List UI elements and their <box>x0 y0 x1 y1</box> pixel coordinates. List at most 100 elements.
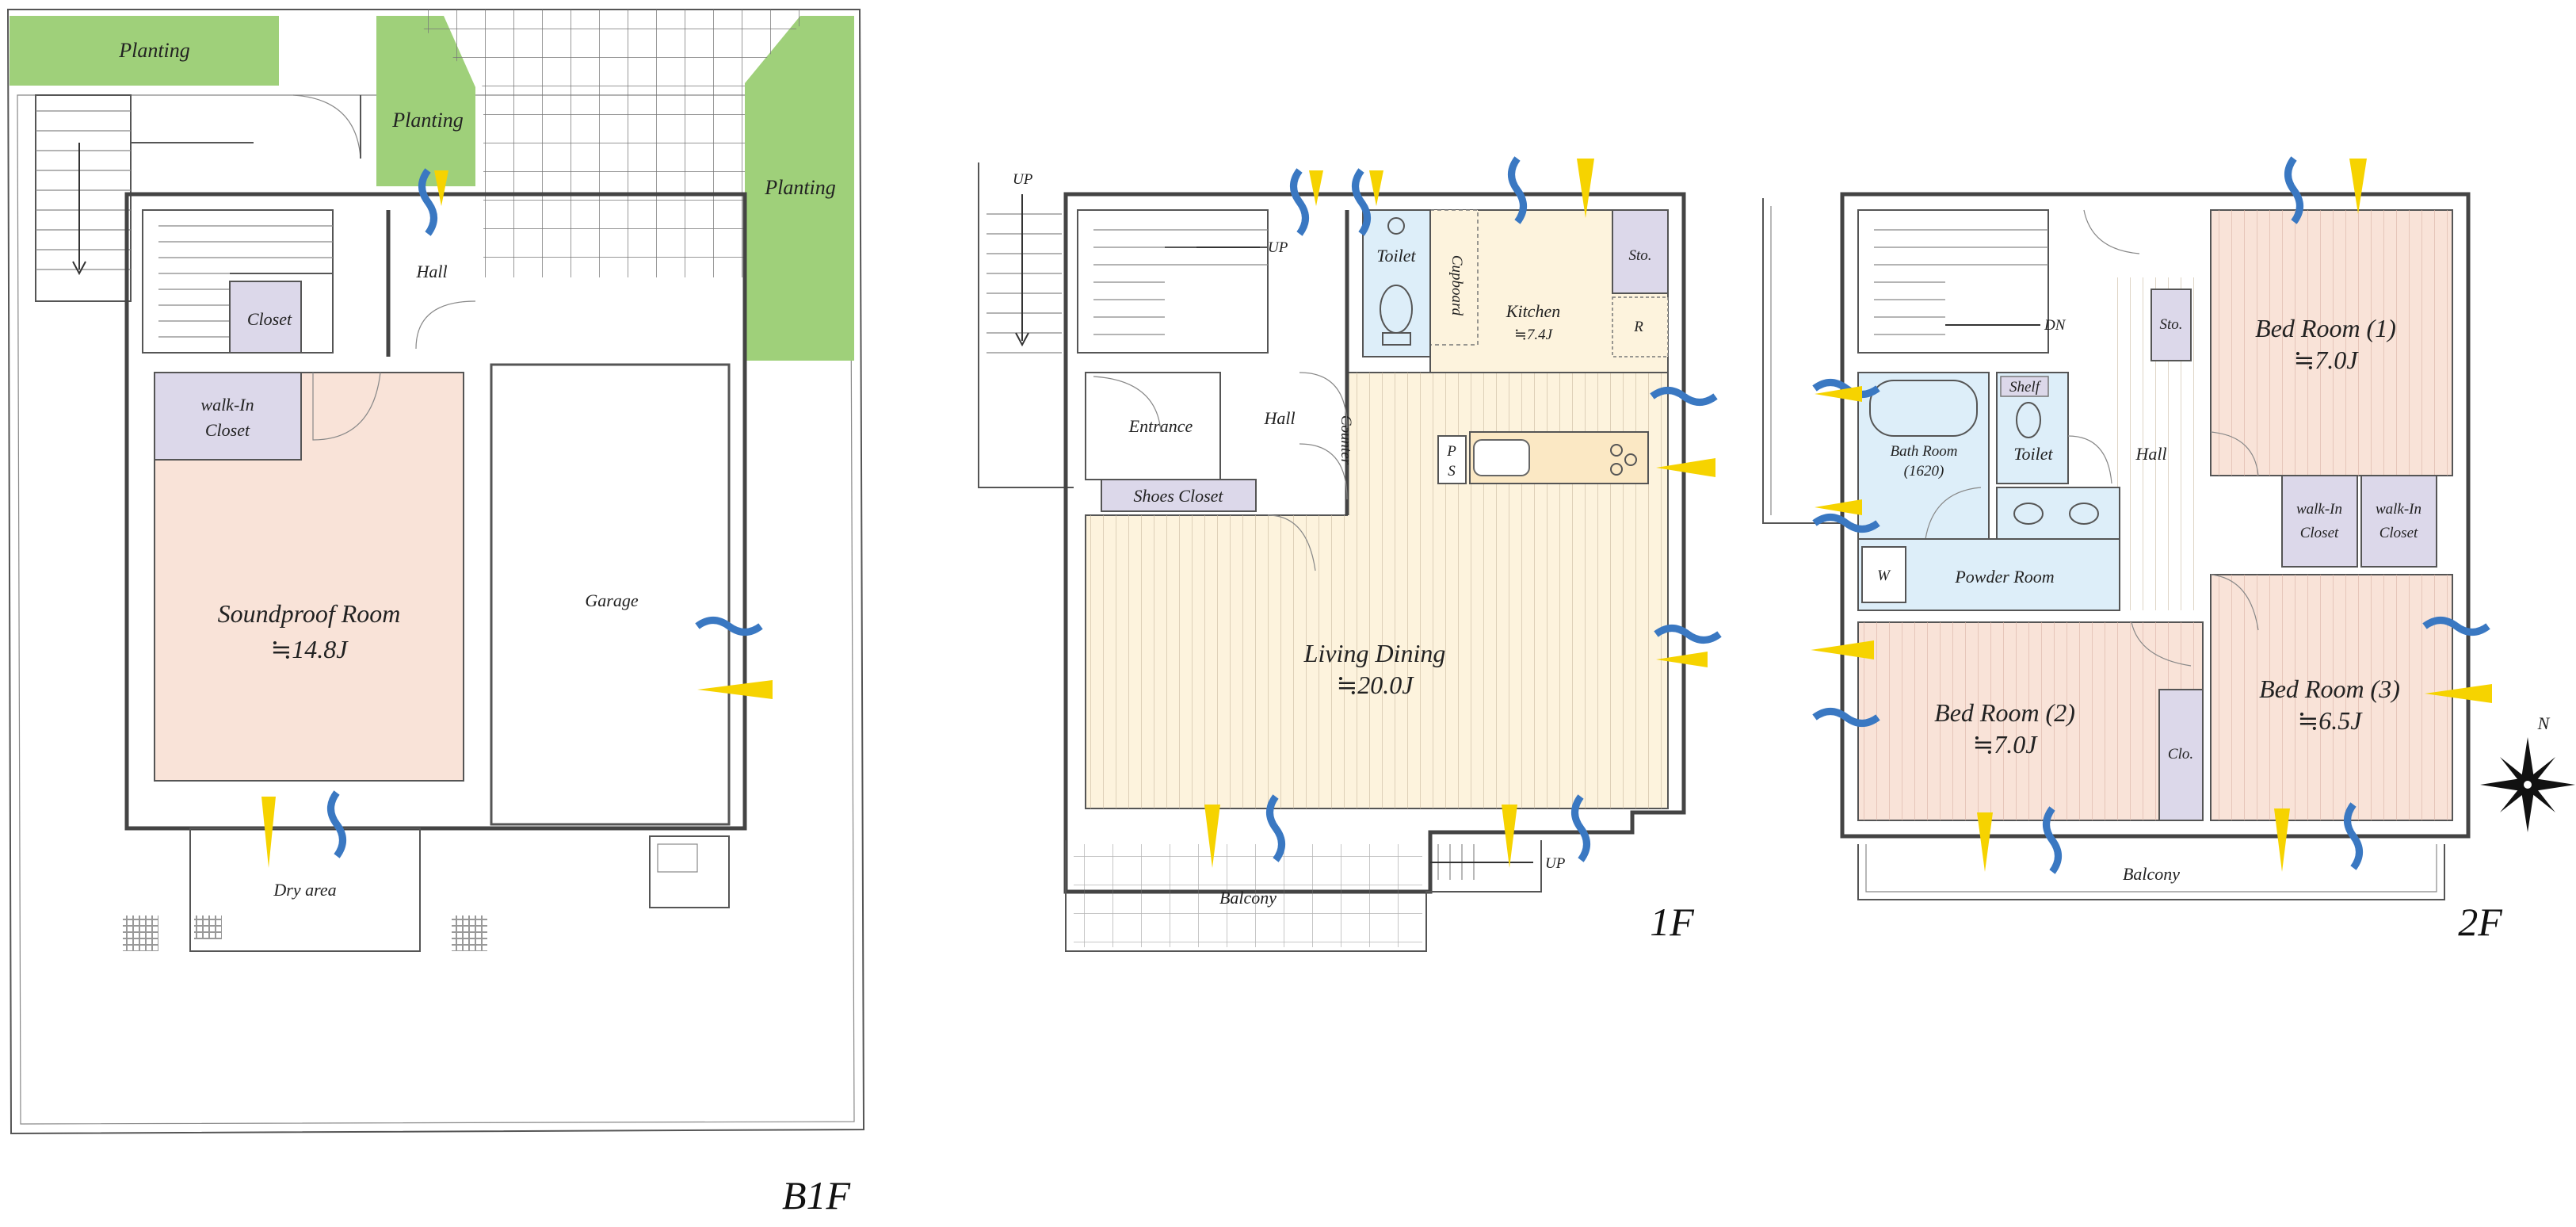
f2-closet-label: Clo. <box>2168 746 2193 763</box>
f2-balcony-label: Balcony <box>2123 864 2180 884</box>
compass-north-label: N <box>2537 713 2551 733</box>
f1-pipe-space-p: P <box>1446 443 1456 460</box>
b1f-floor-label: B1F <box>782 1173 851 1217</box>
f2-walk-in-closet-b-label-1: walk-In <box>2376 501 2421 518</box>
f1-toilet-label: Toilet <box>1376 246 1416 266</box>
wind-icon <box>1266 794 1285 862</box>
b1f-planting-1-label: Planting <box>118 39 190 62</box>
f2-walk-in-closet-a-label-2: Closet <box>2300 525 2339 541</box>
f2-walk-in-closet-b-label-2: Closet <box>2379 525 2418 541</box>
f1-storage-label: Sto. <box>1628 247 1651 264</box>
b1f-garage <box>490 363 731 826</box>
f1-counter-label: Counter <box>1338 415 1354 465</box>
b1f-planting-3-label: Planting <box>764 176 836 199</box>
f1-kitchen-size: ≒7.4J <box>1514 327 1554 343</box>
f1-hall-label: Hall <box>1263 408 1295 428</box>
f1-balcony-steps: UP <box>1430 844 1566 880</box>
b1f-building-wall <box>124 192 747 831</box>
f2-powder-room-label: Powder Room <box>1954 567 2054 587</box>
f2-washer-label: W <box>1877 568 1891 584</box>
f2-dn-label: DN <box>2044 317 2067 334</box>
wind-icon <box>1654 625 1722 644</box>
f2-vanity <box>1996 487 2120 540</box>
sunlight-icon <box>261 797 276 868</box>
f2-hall-label: Hall <box>2135 444 2166 464</box>
f1-outside-stairs: UP <box>978 162 1074 488</box>
wind-icon <box>695 617 763 636</box>
f1-shoes-closet <box>1101 479 1257 512</box>
f1-balcony <box>1065 840 1542 952</box>
wind-icon <box>1812 708 1880 727</box>
sunlight-icon <box>1577 159 1594 218</box>
b1f-closet-label: Closet <box>247 309 292 329</box>
f1-up-outside-label: UP <box>1013 171 1033 188</box>
f2-balcony <box>1857 844 2445 900</box>
b1f-planting-2-label: Planting <box>391 109 464 132</box>
b1f-paving <box>404 10 816 277</box>
wind-icon <box>2043 806 2062 874</box>
sunlight-icon <box>1369 170 1383 206</box>
b1f-walk-in-closet-text-2: Closet <box>205 420 250 440</box>
f1-up-balcony-label: UP <box>1545 855 1566 872</box>
compass-icon: N <box>2480 713 2575 832</box>
wind-icon <box>1352 168 1371 236</box>
f1-toilet <box>1362 209 1431 357</box>
wind-icon <box>1571 794 1590 862</box>
f1-storage <box>1612 209 1669 294</box>
f1-living-dining-size: ≒20.0J <box>1336 671 1414 699</box>
b1f-dry-area-label: Dry area <box>273 880 336 900</box>
wind-icon <box>2284 156 2303 224</box>
f1-up-stairs-label: UP <box>1268 239 1288 256</box>
sunlight-icon <box>697 680 773 699</box>
f1-floor-label: 1F <box>1650 900 1694 944</box>
sunlight-icon <box>1309 170 1323 206</box>
b1f-dry-area <box>189 828 421 952</box>
b1f-inner-stairs <box>142 209 334 354</box>
sunlight-icon <box>1815 386 1862 402</box>
wind-icon <box>418 168 437 236</box>
sunlight-icon <box>434 170 448 206</box>
wind-icon <box>1812 514 1880 533</box>
f2-bed-room-3-label: Bed Room (3) <box>2259 675 2400 703</box>
wind-icon <box>1812 379 1880 398</box>
b1f-soundproof-room-size: ≒14.8J <box>270 635 349 663</box>
f2-walk-in-closet-a-label-1: walk-In <box>2296 501 2342 518</box>
f2-bed-room-2-label: Bed Room (2) <box>1934 698 2075 727</box>
b1f-hall-label: Hall <box>415 262 447 281</box>
f2-toilet-label: Toilet <box>2013 444 2053 464</box>
f2-bed-room-1-size: ≒7.0J <box>2293 346 2359 374</box>
f2-bed-room-2-size: ≒7.0J <box>1972 730 2038 759</box>
f2-bath-room-size: (1620) <box>1904 463 1944 480</box>
f2-closet <box>2158 689 2204 821</box>
f2-building-wall <box>1840 192 2471 839</box>
wind-icon <box>1650 387 1718 406</box>
f1-shoes-closet-label: Shoes Closet <box>1133 486 1223 506</box>
b1f-planting-1 <box>10 16 279 86</box>
sunlight-icon <box>1502 805 1517 868</box>
b1f-planting-2 <box>376 16 475 186</box>
f2-bath-room-label: Bath Room <box>1891 443 1958 460</box>
f2-bed-room-1-label: Bed Room (1) <box>2255 314 2396 342</box>
f1-pipe-space-s: S <box>1448 463 1456 480</box>
f2-bed-room-3-size: ≒6.5J <box>2297 706 2363 735</box>
f1-inner-stairs: UP <box>1077 209 1288 354</box>
sunlight-icon <box>1204 805 1220 868</box>
f2-washer <box>1861 546 1906 603</box>
f2-storage-label: Sto. <box>2159 316 2182 333</box>
sunlight-icon <box>1977 812 1993 872</box>
b1f-plan: Closet Hall walk-In Closet walk-In Close… <box>6 9 865 1217</box>
wind-icon <box>1508 156 1527 224</box>
sunlight-icon <box>2425 684 2492 703</box>
b1f-soundproof-room-label: Soundproof Room <box>218 599 401 628</box>
f1-refrigerator-label: R <box>1633 319 1643 335</box>
f2-plan: DN Hall Sto. Bed Room (1) ≒7.0J walk-In … <box>1762 156 2502 944</box>
b1f-outside-stairs <box>35 94 361 302</box>
f2-shelf-label: Shelf <box>2009 379 2042 396</box>
f1-cupboard <box>1429 209 1479 346</box>
f1-cupboard-label: Cupboard <box>1448 255 1465 316</box>
f1-plan: UP Living Dining ≒20.0J Cupboard Kitchen… <box>978 156 1722 952</box>
f2-walk-in-closet-b <box>2360 475 2437 568</box>
f2-storage <box>2150 289 2192 361</box>
wind-icon <box>1290 168 1309 236</box>
